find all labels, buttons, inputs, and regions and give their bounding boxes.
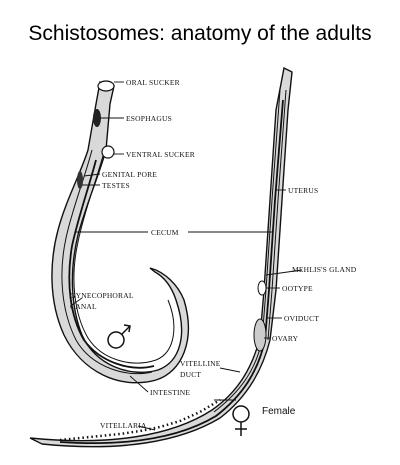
male-worm <box>51 80 190 384</box>
label-vitellaria: VITELLARIA <box>100 421 147 430</box>
male-symbol <box>107 324 131 349</box>
label-ovary: OVARY <box>272 334 299 343</box>
label-ootype: OOTYPE <box>282 284 313 293</box>
esophagus-shape <box>93 109 101 127</box>
vitellaria-shape <box>59 398 221 442</box>
testes-shape <box>77 171 83 189</box>
label-uterus: UTERUS <box>288 186 318 195</box>
label-genital-pore: GENITAL PORE <box>102 170 157 179</box>
female-body <box>29 66 293 448</box>
page-title: Schistosomes: anatomy of the adults <box>28 22 372 45</box>
ventral-sucker-shape <box>101 145 115 159</box>
ovary-shape <box>253 318 267 352</box>
label-gynecophoral-canal-2: CANAL <box>70 302 97 311</box>
label-ventral-sucker: VENTRAL SUCKER <box>126 150 195 159</box>
label-vitelline-duct-2: DUCT <box>180 370 201 379</box>
label-female: Female <box>262 406 296 417</box>
label-cecum: CECUM <box>151 228 179 237</box>
female-worm <box>29 66 293 448</box>
ootype-shape <box>257 280 267 296</box>
label-vitelline-duct-1: VITELLINE <box>180 359 221 368</box>
leader-lines <box>71 81 303 431</box>
male-body <box>51 81 190 384</box>
label-intestine: INTESTINE <box>150 388 190 397</box>
label-mehlis-gland: MEHLIS'S GLAND <box>292 265 357 274</box>
label-gynecophoral-canal-1: GYNECOPHORAL <box>70 291 134 300</box>
female-symbol <box>232 405 250 436</box>
label-oviduct: OVIDUCT <box>284 314 319 323</box>
label-testes: TESTES <box>102 181 130 190</box>
label-esophagus: ESOPHAGUS <box>126 114 172 123</box>
oral-sucker-shape <box>97 80 115 92</box>
label-oral-sucker: ORAL SUCKER <box>126 78 180 87</box>
